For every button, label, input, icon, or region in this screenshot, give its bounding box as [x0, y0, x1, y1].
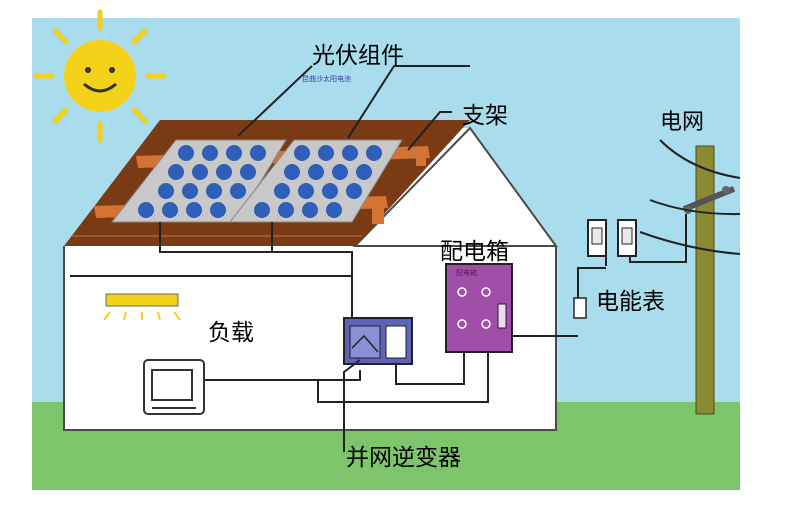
sun-icon — [33, 9, 167, 143]
distribution-box — [445, 263, 513, 353]
electric-meter-1 — [587, 219, 607, 257]
inverter — [343, 317, 413, 365]
label-pv-modules: 光伏组件 — [312, 43, 404, 69]
switch-box — [573, 297, 587, 319]
lamp-icon — [103, 293, 181, 321]
solar-panel-right — [228, 139, 403, 223]
label-electric-meter: 电能表 — [596, 289, 665, 315]
distribution-box-caption: 配电箱 — [456, 269, 477, 277]
power-lines — [639, 139, 741, 255]
label-grid: 电网 — [660, 110, 705, 135]
house — [63, 126, 558, 431]
label-load: 负载 — [208, 320, 254, 346]
solar-panel-left — [110, 139, 287, 223]
wiring — [70, 214, 687, 403]
tv-icon — [143, 359, 205, 415]
label-grid-inverter: 并网逆变器 — [346, 445, 461, 471]
panel-stamp-text: 昆曲沙太阳电池 — [302, 75, 351, 83]
label-bracket: 支架 — [462, 103, 508, 129]
pointer-lines — [237, 65, 470, 452]
label-distribution-box: 配电箱 — [440, 239, 509, 265]
electric-meter-2 — [617, 219, 637, 257]
